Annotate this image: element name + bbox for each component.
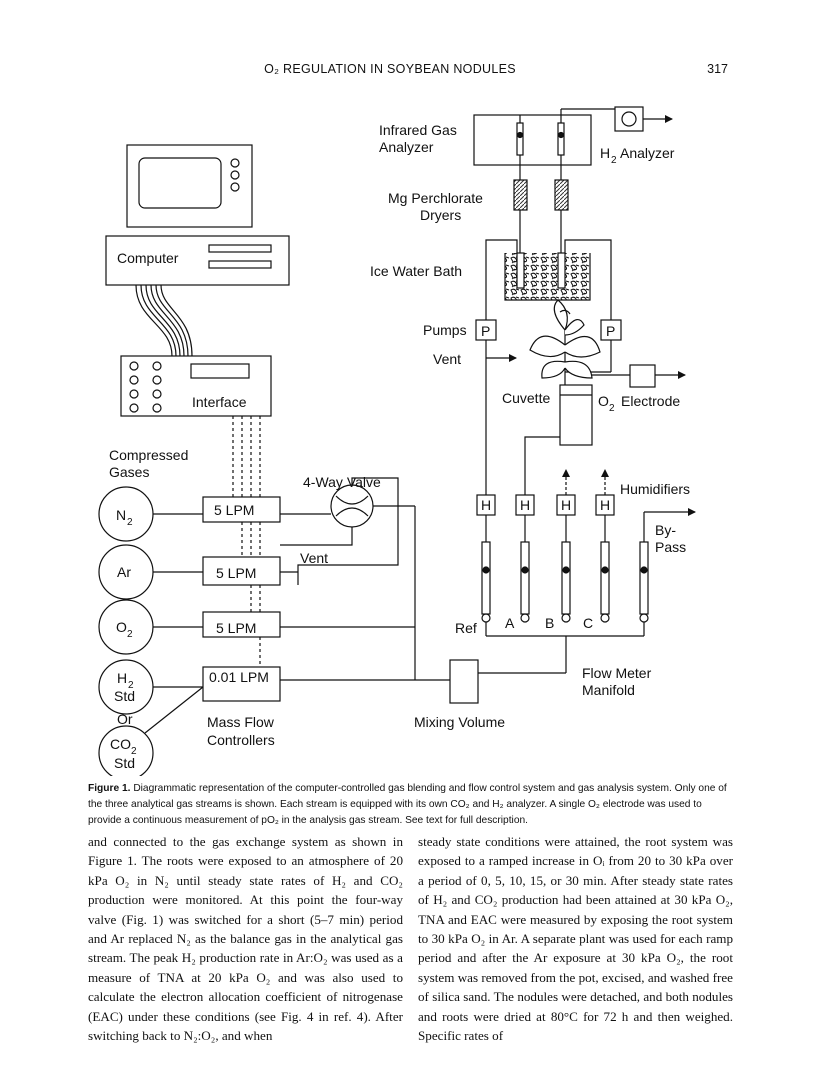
body-column-right: steady state conditions were attained, t… bbox=[418, 834, 733, 1044]
label-vent: Vent bbox=[433, 351, 461, 367]
label-gas-n2: N bbox=[116, 507, 126, 523]
label-gas-h2: H bbox=[117, 670, 127, 686]
label-gas-ar: Ar bbox=[117, 564, 131, 580]
label-gas-o2-sub: 2 bbox=[127, 629, 133, 640]
label-gas-h2-std: Std bbox=[114, 688, 135, 704]
caption-text: Diagrammatic representation of the compu… bbox=[88, 783, 727, 826]
label-gas-n2-sub: 2 bbox=[127, 517, 133, 528]
label-pump-right-p: P bbox=[606, 323, 615, 339]
label-cuvette: Cuvette bbox=[502, 390, 550, 406]
label-h-a: H bbox=[520, 497, 530, 513]
label-flow-meter-1: Flow Meter bbox=[582, 665, 652, 681]
mfc-h2-001lpm bbox=[202, 666, 281, 702]
cuvette bbox=[559, 384, 593, 446]
label-mass-flow-1: Mass Flow bbox=[207, 714, 275, 730]
label-pumps: Pumps bbox=[423, 322, 467, 338]
computer-monitor bbox=[126, 144, 253, 228]
label-compressed-2: Gases bbox=[109, 464, 149, 480]
label-computer: Computer bbox=[117, 250, 179, 266]
flow-meter-tubes bbox=[481, 541, 649, 623]
label-h2-analyzer-h: H bbox=[600, 145, 610, 161]
mg-perchlorate-dryer-right bbox=[554, 179, 569, 211]
cable-bundle bbox=[135, 284, 193, 357]
label-mass-flow-2: Controllers bbox=[207, 732, 275, 748]
label-flow-meter-2: Manifold bbox=[582, 682, 635, 698]
plant-illustration bbox=[529, 299, 601, 385]
label-stream-c: C bbox=[583, 615, 593, 631]
caption-label: Figure 1. bbox=[88, 783, 131, 794]
mfc-ar-5lpm bbox=[202, 556, 281, 586]
label-bypass-2: Pass bbox=[655, 539, 686, 555]
label-gas-or: Or bbox=[117, 711, 133, 727]
label-mg-perchlorate-1: Mg Perchlorate bbox=[388, 190, 483, 206]
infrared-gas-analyzer-box bbox=[473, 114, 592, 166]
gas-cylinder-h2-std bbox=[98, 659, 154, 715]
label-h-ref: H bbox=[481, 497, 491, 513]
page-number: 317 bbox=[707, 62, 728, 76]
label-infrared-2: Analyzer bbox=[379, 139, 434, 155]
label-h2-analyzer-sub: 2 bbox=[611, 155, 617, 166]
figure-1-diagram: Infrared Gas Analyzer H 2 Analyzer Mg Pe… bbox=[98, 106, 696, 776]
label-vent2: Vent bbox=[300, 550, 328, 566]
label-pump-left-p: P bbox=[481, 323, 490, 339]
label-bypass-1: By- bbox=[655, 522, 676, 538]
label-gas-co2: CO bbox=[110, 736, 131, 752]
label-mfc-ar: 5 LPM bbox=[216, 565, 256, 581]
label-humidifiers: Humidifiers bbox=[620, 481, 690, 497]
label-compressed-1: Compressed bbox=[109, 447, 188, 463]
computer bbox=[105, 235, 290, 286]
label-o2-electrode-o: O bbox=[598, 393, 609, 409]
label-gas-h2-sub: 2 bbox=[128, 680, 134, 691]
label-gas-o2: O bbox=[116, 619, 127, 635]
mixing-volume bbox=[449, 659, 479, 704]
label-gas-co2-std: Std bbox=[114, 755, 135, 771]
mfc-n2-5lpm bbox=[202, 496, 281, 523]
label-h-c: H bbox=[600, 497, 610, 513]
label-o2-electrode: Electrode bbox=[621, 393, 680, 409]
label-gas-co2-sub: 2 bbox=[131, 746, 137, 757]
h2-analyzer-box bbox=[614, 106, 644, 132]
figure-caption: Figure 1. Diagrammatic representation of… bbox=[88, 781, 732, 829]
label-mg-perchlorate-2: Dryers bbox=[420, 207, 461, 223]
label-mixing-volume: Mixing Volume bbox=[414, 714, 505, 730]
label-mfc-n2: 5 LPM bbox=[214, 502, 254, 518]
ice-water-bath bbox=[504, 253, 591, 301]
mfc-o2-5lpm bbox=[202, 611, 281, 638]
label-four-way-valve: 4-Way Valve bbox=[303, 474, 381, 490]
running-title: O₂ REGULATION IN SOYBEAN NODULES bbox=[264, 62, 516, 76]
label-h2-analyzer: Analyzer bbox=[620, 145, 675, 161]
label-stream-b: B bbox=[545, 615, 554, 631]
mg-perchlorate-dryer-left bbox=[513, 179, 528, 211]
gas-cylinder-co2-std bbox=[98, 725, 154, 776]
label-o2-electrode-sub: 2 bbox=[609, 403, 615, 414]
label-mfc-h2: 0.01 LPM bbox=[209, 669, 269, 685]
o2-electrode-box bbox=[629, 364, 656, 388]
page-header: O₂ REGULATION IN SOYBEAN NODULES 317 bbox=[0, 62, 816, 82]
label-ice-bath: Ice Water Bath bbox=[370, 263, 462, 279]
body-column-left: and connected to the gas exchange system… bbox=[88, 834, 403, 1044]
label-stream-a: A bbox=[505, 615, 515, 631]
label-interface: Interface bbox=[192, 394, 247, 410]
label-mfc-o2: 5 LPM bbox=[216, 620, 256, 636]
four-way-valve bbox=[330, 484, 374, 528]
label-stream-ref: Ref bbox=[455, 620, 477, 636]
interface bbox=[120, 355, 272, 417]
label-h-b: H bbox=[561, 497, 571, 513]
label-infrared-1: Infrared Gas bbox=[379, 122, 457, 138]
